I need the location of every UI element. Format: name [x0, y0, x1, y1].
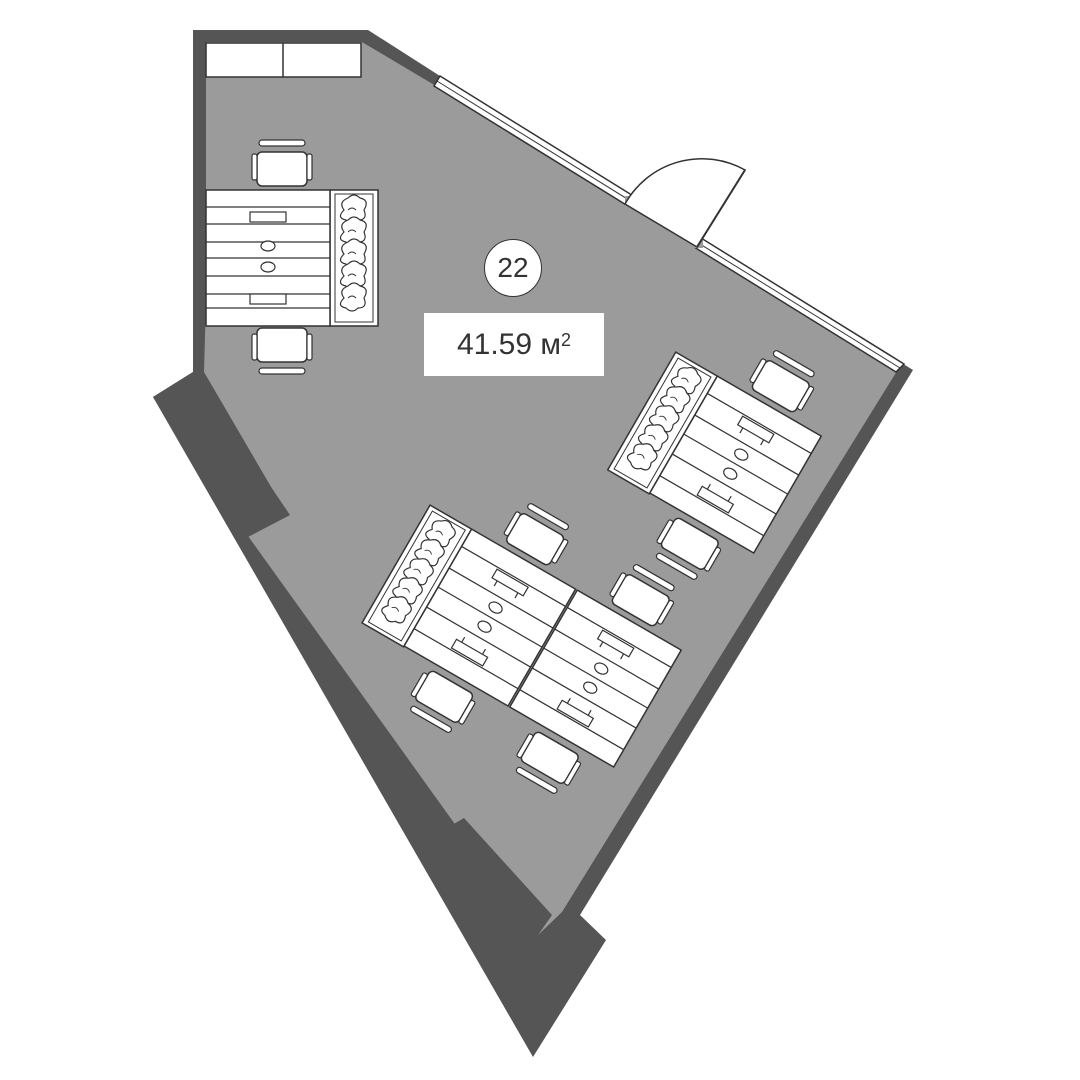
planter-box — [329, 189, 379, 327]
pillar-left — [153, 372, 290, 537]
area-unit-power: 2 — [561, 330, 572, 350]
room-number: 22 — [497, 252, 529, 283]
workstation-top-left — [205, 139, 379, 375]
area-value: 41.59 м — [456, 327, 562, 361]
pillar-bottom — [423, 818, 552, 938]
room-number-badge: 22 — [484, 239, 542, 297]
door — [623, 157, 747, 249]
wardrobe — [205, 42, 362, 78]
